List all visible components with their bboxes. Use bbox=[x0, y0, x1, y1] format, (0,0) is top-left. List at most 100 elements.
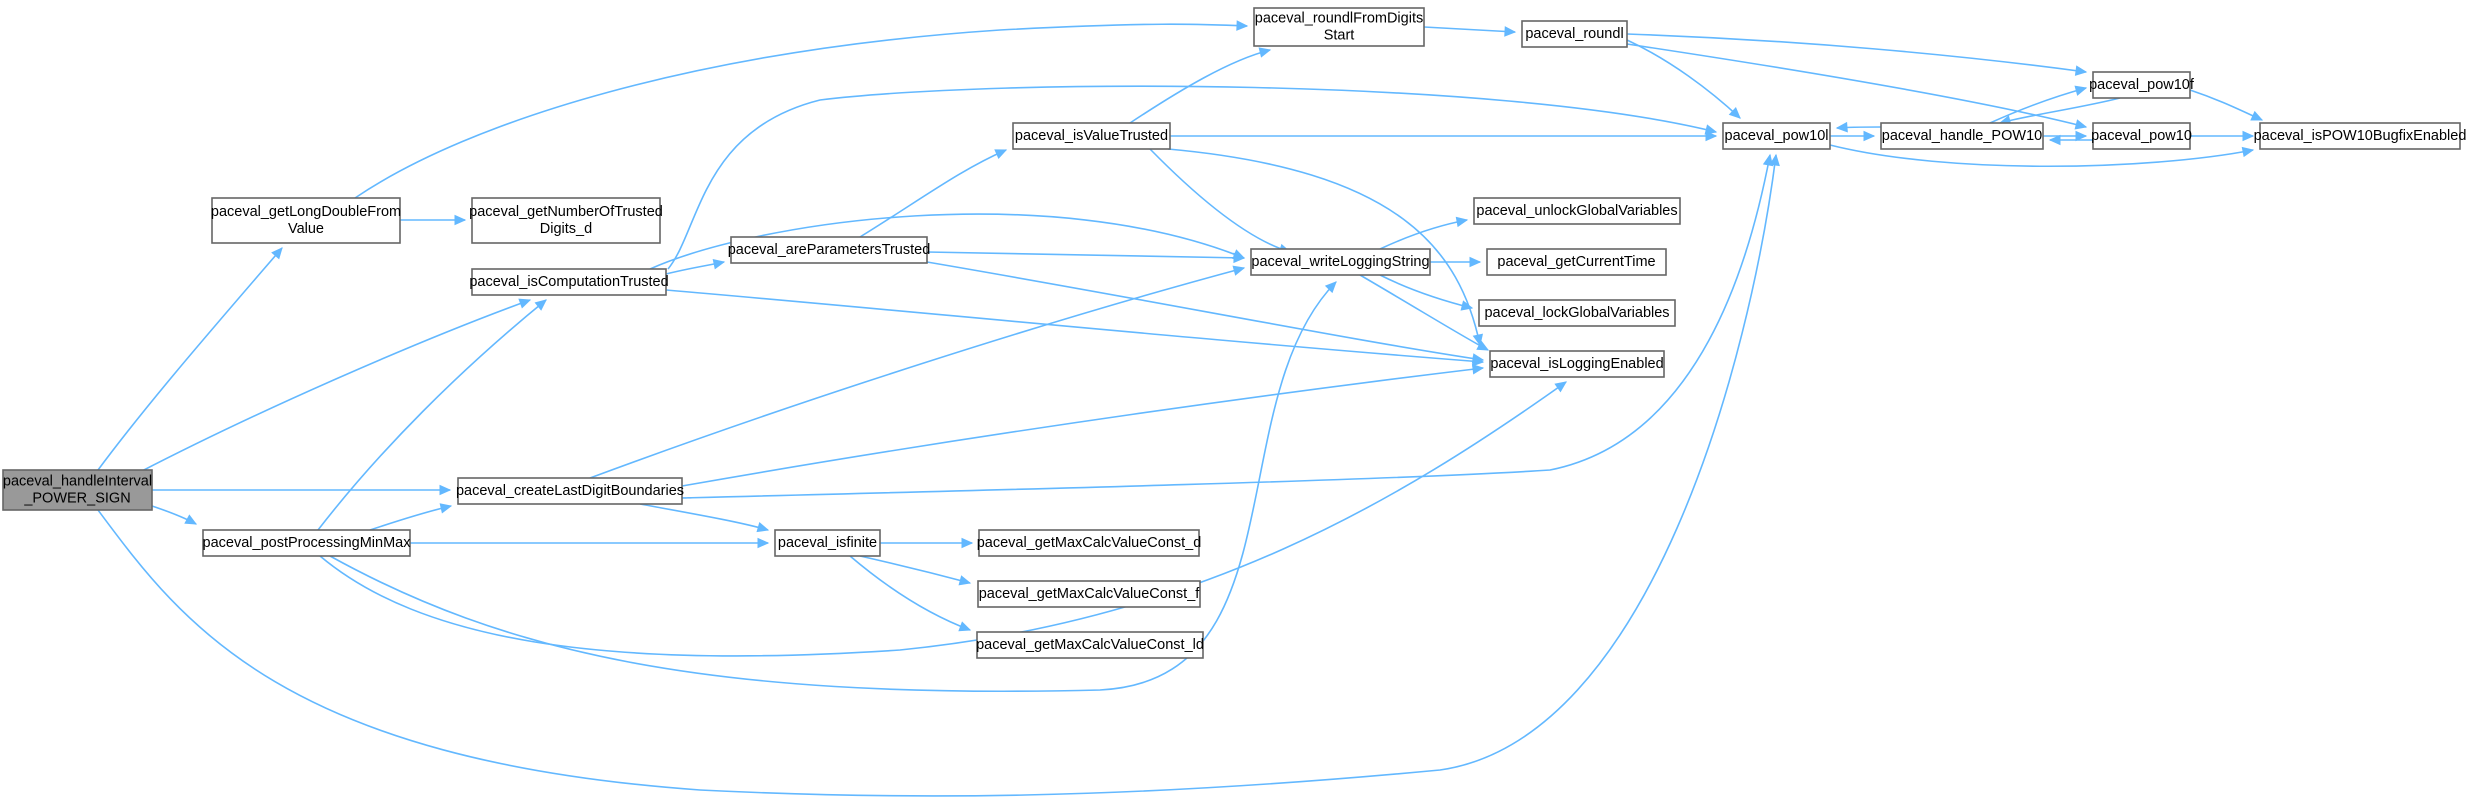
node-isfinite[interactable]: paceval_isfinite bbox=[774, 529, 881, 557]
edge-arrowhead bbox=[534, 299, 547, 311]
node-label: _POWER_SIGN bbox=[23, 490, 130, 506]
edge-arrowhead bbox=[1835, 121, 1848, 133]
node-box[interactable] bbox=[1253, 7, 1425, 47]
node-label: paceval_getMaxCalcValueConst_f bbox=[979, 586, 1201, 602]
edge-line bbox=[369, 505, 452, 531]
node-getCurrentTime[interactable]: paceval_getCurrentTime bbox=[1486, 248, 1667, 276]
node-unlockGlobal[interactable]: paceval_unlockGlobalVariables bbox=[1473, 197, 1681, 225]
edge-createLastDigit-to-isLoggingEnabled bbox=[681, 364, 1485, 487]
edge-roundl-to-pow10l bbox=[1626, 39, 1741, 119]
node-box[interactable] bbox=[211, 197, 401, 244]
edge-roundlFromDigits-to-roundl bbox=[1423, 26, 1517, 37]
edge-line bbox=[1999, 97, 2121, 124]
node-pow10f[interactable]: paceval_pow10f bbox=[2089, 71, 2195, 99]
node-box[interactable] bbox=[1473, 197, 1681, 225]
node-isValueTrusted[interactable]: paceval_isValueTrusted bbox=[1012, 122, 1171, 150]
node-getMaxLd[interactable]: paceval_getMaxCalcValueConst_ld bbox=[976, 631, 1204, 659]
node-box[interactable] bbox=[202, 529, 411, 557]
node-label: paceval_roundlFromDigits bbox=[1255, 10, 1423, 26]
node-box[interactable] bbox=[471, 268, 667, 296]
edge-pow10l-to-handlePOW10 bbox=[1830, 130, 1876, 142]
node-label: paceval_getNumberOfTrusted bbox=[469, 204, 663, 220]
edge-line bbox=[926, 251, 1245, 259]
node-getMaxD[interactable]: paceval_getMaxCalcValueConst_d bbox=[977, 529, 1202, 557]
node-label: paceval_postProcessingMinMax bbox=[203, 535, 412, 551]
node-label: paceval_isfinite bbox=[778, 535, 877, 551]
node-pow10[interactable]: paceval_pow10 bbox=[2091, 122, 2192, 150]
node-box[interactable] bbox=[1880, 122, 2044, 150]
node-createLastDigit[interactable]: paceval_createLastDigitBoundaries bbox=[456, 477, 684, 505]
edge-line bbox=[319, 381, 1567, 657]
nodes-layer: paceval_handleInterval_POWER_SIGNpaceval… bbox=[2, 7, 2467, 659]
node-box[interactable] bbox=[978, 529, 1200, 557]
node-box[interactable] bbox=[1486, 248, 1667, 276]
edge-arrowhead bbox=[2075, 130, 2088, 142]
node-label: paceval_pow10f bbox=[2089, 77, 2195, 93]
node-box[interactable] bbox=[1250, 248, 1431, 276]
edge-pow10-to-isPOW10Bugfix bbox=[2190, 130, 2255, 142]
node-handlePOW10[interactable]: paceval_handle_POW10 bbox=[1880, 122, 2044, 150]
edge-isValueTrusted-to-roundlFromDigits bbox=[1129, 47, 1272, 124]
node-box[interactable] bbox=[976, 631, 1204, 659]
node-box[interactable] bbox=[1012, 122, 1171, 150]
edge-postProcessing-to-isLoggingEnabled bbox=[319, 381, 1567, 657]
node-writeLogging[interactable]: paceval_writeLoggingString bbox=[1250, 248, 1431, 276]
node-box[interactable] bbox=[774, 529, 881, 557]
node-box[interactable] bbox=[2259, 122, 2461, 150]
edge-isfinite-to-getMaxLd bbox=[849, 555, 972, 632]
node-box[interactable] bbox=[1478, 299, 1676, 327]
edge-line bbox=[639, 503, 769, 531]
edge-writeLogging-to-lockGlobal bbox=[1379, 274, 1474, 311]
node-isLoggingEnabled[interactable]: paceval_isLoggingEnabled bbox=[1489, 350, 1665, 378]
node-box[interactable] bbox=[2092, 71, 2191, 99]
edge-root-to-pow10l bbox=[97, 153, 1780, 797]
edge-line bbox=[317, 299, 547, 531]
node-box[interactable] bbox=[977, 580, 1201, 608]
edge-arrowhead bbox=[1324, 281, 1337, 294]
edge-line bbox=[926, 261, 1484, 361]
node-box[interactable] bbox=[1521, 20, 1628, 48]
node-areParametersTrusted[interactable]: paceval_areParametersTrusted bbox=[728, 236, 931, 264]
node-lockGlobal[interactable]: paceval_lockGlobalVariables bbox=[1478, 299, 1676, 327]
edge-line bbox=[681, 154, 1771, 499]
node-box[interactable] bbox=[730, 236, 928, 264]
edge-roundl-to-pow10f bbox=[1626, 33, 2088, 76]
edge-arrowhead bbox=[518, 298, 532, 309]
edge-postProcessing-to-createLastDigit bbox=[369, 503, 453, 531]
node-label: paceval_handle_POW10 bbox=[1882, 128, 2042, 144]
node-isComputationTrusted[interactable]: paceval_isComputationTrusted bbox=[469, 268, 669, 296]
edge-arrowhead bbox=[439, 484, 452, 496]
edge-arrowhead bbox=[712, 259, 726, 270]
node-root[interactable]: paceval_handleInterval_POWER_SIGN bbox=[2, 469, 153, 511]
node-label: Value bbox=[288, 221, 324, 237]
edge-arrowhead bbox=[1504, 26, 1517, 37]
node-roundl[interactable]: paceval_roundl bbox=[1521, 20, 1628, 48]
edge-isComputationTrusted-to-isLoggingEnabled bbox=[665, 289, 1485, 367]
edge-line bbox=[859, 555, 971, 584]
edge-arrowhead bbox=[2250, 110, 2264, 121]
edge-line bbox=[2189, 89, 2263, 121]
node-getMaxF[interactable]: paceval_getMaxCalcValueConst_f bbox=[977, 580, 1201, 608]
node-postProcessing[interactable]: paceval_postProcessingMinMax bbox=[202, 529, 412, 557]
node-box[interactable] bbox=[2, 469, 153, 511]
edge-line bbox=[1149, 148, 1291, 253]
edge-arrowhead bbox=[994, 149, 1008, 160]
node-box[interactable] bbox=[2092, 122, 2191, 150]
node-box[interactable] bbox=[1489, 350, 1665, 378]
node-box[interactable] bbox=[471, 197, 661, 244]
edge-writeLogging-to-isLoggingEnabled bbox=[1359, 274, 1490, 351]
edge-root-to-postProcessing bbox=[151, 505, 198, 525]
edge-arrowhead bbox=[271, 247, 283, 260]
edge-isComputationTrusted-to-pow10l bbox=[667, 85, 1718, 270]
node-isPOW10Bugfix[interactable]: paceval_isPOW10BugfixEnabled bbox=[2254, 122, 2467, 150]
node-label: paceval_createLastDigitBoundaries bbox=[456, 483, 684, 499]
node-pow10l[interactable]: paceval_pow10l bbox=[1722, 122, 1831, 150]
node-box[interactable] bbox=[1722, 122, 1831, 150]
node-box[interactable] bbox=[457, 477, 683, 505]
edge-postProcessing-to-writeLogging bbox=[329, 281, 1337, 693]
node-label: paceval_isComputationTrusted bbox=[469, 274, 668, 290]
